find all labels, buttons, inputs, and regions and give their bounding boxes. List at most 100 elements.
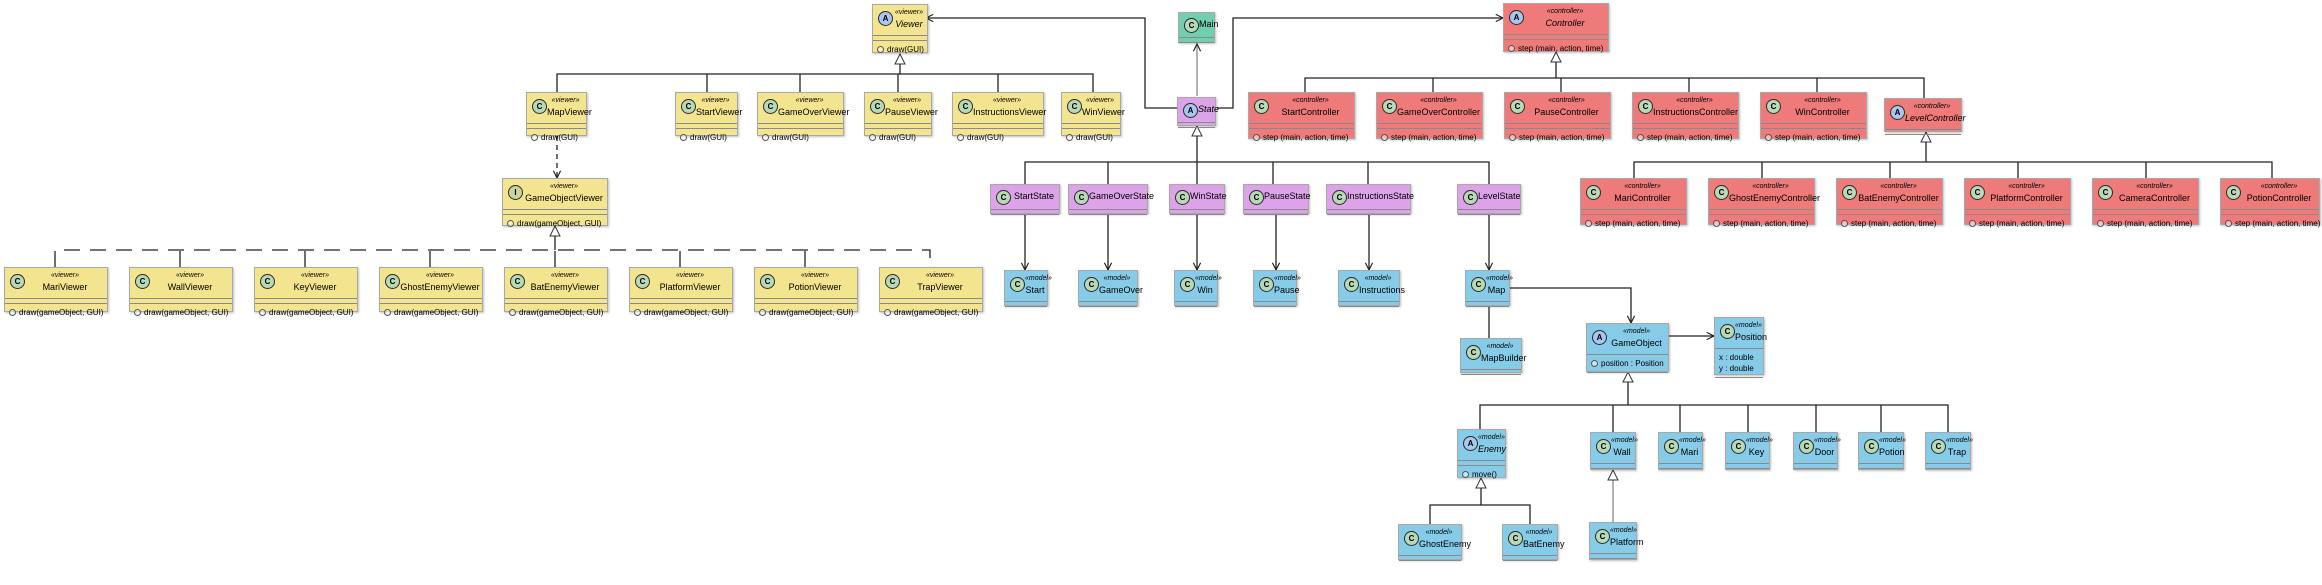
startcontroller-class[interactable]: C«controller»StartController step (main,… [1248,92,1355,142]
class-name: MapBuilder [1481,353,1527,363]
winviewer-class[interactable]: C«viewer»WinViewer draw(GUI) [1061,92,1125,142]
abstract-class-icon: A [1509,10,1524,25]
ghostenemy-model-class[interactable]: C«model»GhostEnemy [1398,524,1471,561]
cameracontroller-class[interactable]: C«controller»CameraController step (main… [2092,178,2199,228]
class-icon: C [885,274,900,289]
potionviewer-class[interactable]: C«viewer»PotionViewer draw(gameObject, G… [754,267,858,317]
class-name: TrapViewer [917,282,963,292]
abstract-class-icon: A [878,11,893,26]
class-icon: C [958,99,973,114]
abstract-class-icon: A [1463,436,1478,451]
platform-model-class[interactable]: C«model»Platform [1589,522,1644,560]
class-icon: C [1731,439,1746,454]
pausecontroller-class[interactable]: C«controller»PauseController step (main,… [1504,92,1611,142]
class-name: Key [1748,447,1765,457]
class-name: BatEnemyViewer [530,282,600,292]
class-name: BatEnemy [1523,539,1565,549]
batenemyviewer-class[interactable]: C«viewer»BatEnemyViewer draw(gameObject,… [504,267,608,317]
class-icon: C [1344,277,1359,292]
class-name: Potion [1879,447,1905,457]
wall-model-class[interactable]: C«model»Wall [1590,432,1638,470]
class-icon: C [1067,99,1082,114]
instructionsviewer-class[interactable]: C«viewer»InstructionsViewer draw(GUI) [952,92,1046,142]
state-inheritance [1024,126,1490,184]
ghostenemyviewer-class[interactable]: C«viewer»GhostEnemyViewer draw(gameObjec… [379,267,483,317]
class-icon: C [870,99,885,114]
class-icon: C [763,99,778,114]
class-name: CameraController [2118,193,2191,203]
batenemycontroller-class[interactable]: C«controller»BatEnemyController step (ma… [1836,178,1943,228]
key-model-class[interactable]: C«model»Key [1725,432,1773,470]
trap-model-class[interactable]: C«model»Trap [1925,432,1973,470]
class-icon: C [1404,531,1419,546]
class-icon: C [1595,529,1610,544]
class-name: BatEnemyController [1858,193,1939,203]
keyviewer-class[interactable]: C«viewer»KeyViewer draw(gameObject, GUI) [254,267,358,317]
potion-model-class[interactable]: C«model»Potion [1858,432,1906,470]
class-icon: C [1180,277,1195,292]
door-model-class[interactable]: C«model»Door [1793,432,1841,470]
instructionscontroller-class[interactable]: C«controller»InstructionsController step… [1632,92,1739,142]
class-name: GameObjectViewer [525,193,603,203]
batenemy-model-class[interactable]: C«model»BatEnemy [1502,524,1565,561]
class-name: Position [1735,332,1768,342]
class-name: Wall [1613,447,1631,457]
platformcontroller-class[interactable]: C«controller»PlatformController step (ma… [1964,178,2071,228]
wincontroller-class[interactable]: C«controller»WinController step (main, a… [1760,92,1867,142]
wallviewer-class[interactable]: C«viewer»WallViewer draw(gameObject, GUI… [129,267,233,317]
trapviewer-class[interactable]: C«viewer»TrapViewer draw(gameObject, GUI… [879,267,983,317]
class-icon: C [1010,277,1025,292]
viewer-inheritance [556,54,1094,92]
class-name: PauseViewer [885,107,938,117]
start-model-class[interactable]: C«model»Start [1004,270,1052,307]
enemy-model-class[interactable]: A«model»Enemy move() [1457,429,1506,479]
mapviewer-class[interactable]: C«viewer»MapViewer draw(GUI) [526,92,592,142]
mariviewer-class[interactable]: C«viewer»MariViewer draw(gameObject, GUI… [4,267,108,317]
class-icon: C [1596,439,1611,454]
win-model-class[interactable]: C«model»Win [1174,270,1222,307]
state-to-viewer-arrow [926,18,1177,109]
pauseviewer-class[interactable]: C«viewer»PauseViewer draw(GUI) [864,92,938,142]
class-name: Start [1025,285,1045,295]
class-icon: C [1382,99,1397,114]
gameobject-model-class[interactable]: A«model»GameObject position : Position [1586,323,1669,373]
ghostenemycontroller-class[interactable]: C«controller»GhostEnemyController step (… [1708,178,1820,228]
mapbuilder-model-class[interactable]: C«model»MapBuilder [1460,338,1527,375]
class-icon: C [260,274,275,289]
class-name: GhostEnemyViewer [400,282,480,292]
class-icon: C [1175,190,1190,205]
platformviewer-class[interactable]: C«viewer»PlatformViewer draw(gameObject,… [629,267,733,317]
class-name: InstructionsController [1653,107,1739,117]
controller-class[interactable]: A«controller»Controller step (main, acti… [1503,3,1609,53]
gameoverviewer-class[interactable]: C«viewer»GameOverViewer draw(GUI) [757,92,849,142]
maricontroller-class[interactable]: C«controller»MariController step (main, … [1580,178,1687,228]
gameovercontroller-class[interactable]: C«controller»GameOverController step (ma… [1376,92,1483,142]
levelcontroller-class[interactable]: A«controller»LevelController [1884,98,1966,135]
pause-model-class[interactable]: C«model»Pause [1253,270,1301,307]
instructions-model-class[interactable]: C«model»Instructions [1338,270,1405,307]
viewer-class[interactable]: A«viewer»Viewer draw(GUI) [872,4,928,54]
class-name: Trap [1947,447,1967,457]
class-name: InstructionsState [1347,191,1415,201]
mari-model-class[interactable]: C«model»Mari [1658,432,1706,470]
startviewer-class[interactable]: C«viewer»StartViewer draw(GUI) [675,92,742,142]
gameobjectviewer-interface[interactable]: I«viewer»GameObjectViewer draw(gameObjec… [502,178,608,228]
map-model-class[interactable]: C«model»Map [1465,270,1513,307]
gameobjectviewer-realization [54,226,931,267]
class-name: Main [1199,19,1219,29]
levelcontroller-inheritance [1633,132,2273,178]
potioncontroller-class[interactable]: C«controller»PotionController step (main… [2220,178,2320,228]
gameover-model-class[interactable]: C«model»GameOver [1078,270,1143,307]
class-name: PotionController [2246,193,2312,203]
class-name: State [1198,104,1220,114]
class-icon: C [135,274,150,289]
